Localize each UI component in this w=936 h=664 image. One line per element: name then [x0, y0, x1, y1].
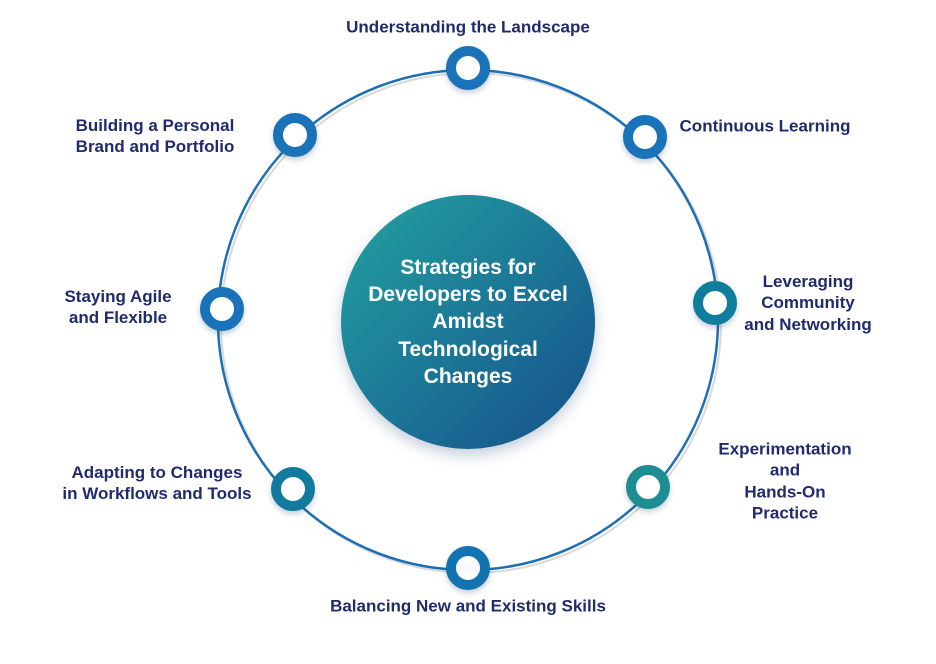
- node-ring-continuous-learning: [623, 115, 667, 159]
- node-ring-understanding-the-landscape: [446, 46, 490, 90]
- node-label-adapting-changes: Adapting to Changes in Workflows and Too…: [62, 462, 252, 503]
- node-label-understanding-the-landscape: Understanding the Landscape: [346, 17, 590, 37]
- center-circle: Strategies for Developers to Excel Amids…: [341, 195, 595, 449]
- node-ring-balancing-skills: [446, 546, 490, 590]
- node-label-building-brand: Building a Personal Brand and Portfolio: [75, 115, 235, 156]
- node-ring-building-brand: [273, 113, 317, 157]
- diagram-title: Strategies for Developers to Excel Amids…: [368, 255, 568, 388]
- node-label-continuous-learning: Continuous Learning: [679, 116, 851, 136]
- node-label-balancing-skills: Balancing New and Existing Skills: [330, 596, 606, 616]
- node-label-leveraging-community: Leveraging Community and Networking: [744, 272, 872, 334]
- node-label-staying-agile: Staying Agile and Flexible: [64, 286, 172, 327]
- node-ring-experimentation-practice: [626, 465, 670, 509]
- node-label-experimentation-practice: Experimentation and Hands-On Practice: [718, 439, 852, 523]
- node-ring-adapting-changes: [271, 467, 315, 511]
- node-ring-leveraging-community: [693, 281, 737, 325]
- node-ring-staying-agile: [200, 287, 244, 331]
